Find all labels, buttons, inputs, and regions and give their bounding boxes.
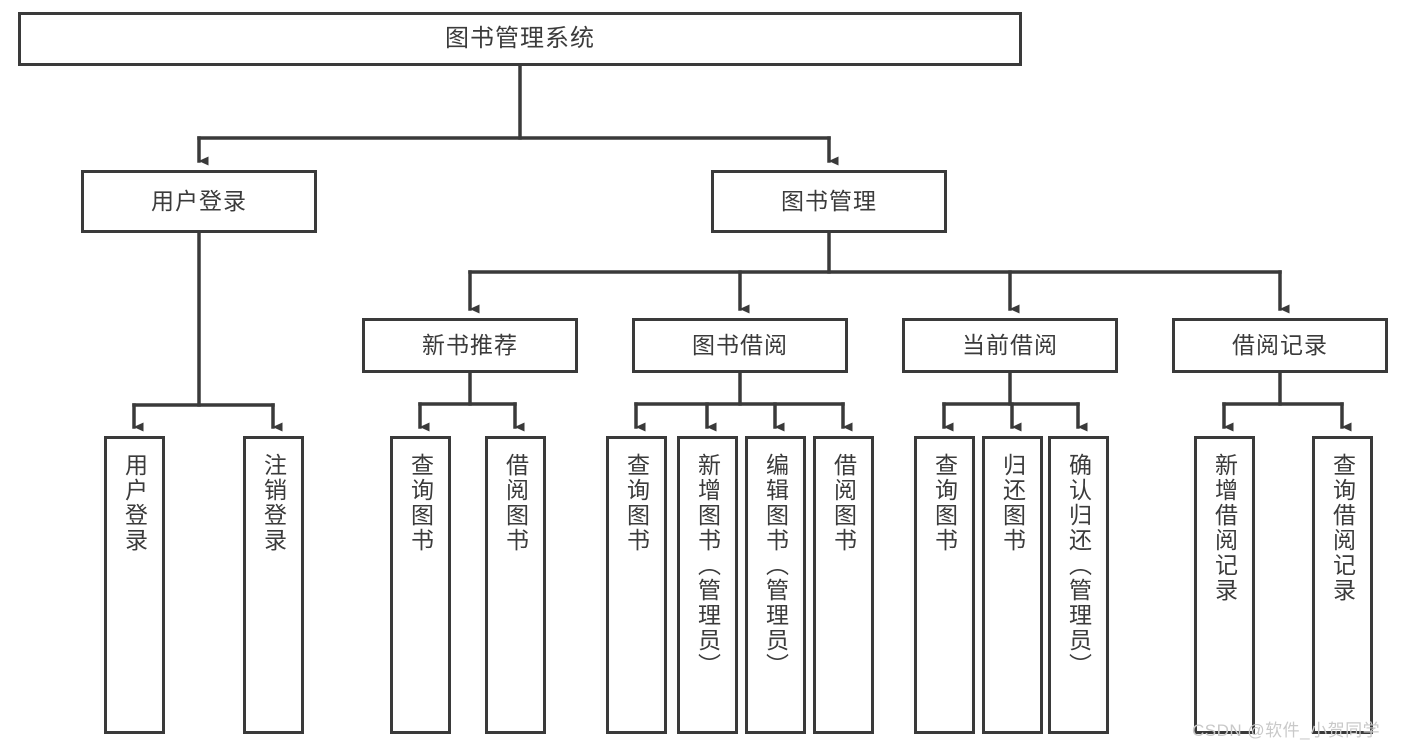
node-leaf-query-book-2-label: 查询图书 [623, 453, 650, 553]
node-leaf-user-login[interactable]: 用户登录 [104, 436, 165, 734]
node-new-book-recommend-label: 新书推荐 [422, 332, 518, 358]
node-root-label: 图书管理系统 [445, 25, 595, 52]
node-leaf-user-login-label: 用户登录 [121, 453, 148, 553]
node-root[interactable]: 图书管理系统 [18, 12, 1022, 66]
node-leaf-logout-login-label: 注销登录 [260, 453, 287, 553]
node-leaf-query-book-3-label: 查询图书 [931, 453, 958, 553]
node-leaf-edit-book-label: 编辑图书（管理员） [762, 453, 789, 678]
node-borrow-record-label: 借阅记录 [1232, 332, 1328, 358]
node-leaf-borrow-book-1[interactable]: 借阅图书 [485, 436, 546, 734]
node-leaf-add-book[interactable]: 新增图书（管理员） [677, 436, 738, 734]
node-leaf-add-record[interactable]: 新增借阅记录 [1194, 436, 1255, 734]
node-current-borrow-label: 当前借阅 [962, 332, 1058, 358]
node-leaf-confirm-return-label: 确认归还（管理员） [1065, 453, 1092, 678]
node-leaf-query-book-1-label: 查询图书 [407, 453, 434, 553]
node-borrow-record[interactable]: 借阅记录 [1172, 318, 1388, 373]
node-leaf-query-record-label: 查询借阅记录 [1329, 453, 1356, 603]
node-current-borrow[interactable]: 当前借阅 [902, 318, 1118, 373]
node-leaf-query-record[interactable]: 查询借阅记录 [1312, 436, 1373, 734]
node-leaf-add-book-label: 新增图书（管理员） [694, 453, 721, 678]
node-book-manage-label: 图书管理 [781, 188, 877, 214]
node-book-manage[interactable]: 图书管理 [711, 170, 947, 233]
node-user-login[interactable]: 用户登录 [81, 170, 317, 233]
node-leaf-add-record-label: 新增借阅记录 [1211, 453, 1238, 603]
node-leaf-return-book[interactable]: 归还图书 [982, 436, 1043, 734]
node-user-login-label: 用户登录 [151, 188, 247, 214]
node-leaf-query-book-2[interactable]: 查询图书 [606, 436, 667, 734]
node-leaf-confirm-return[interactable]: 确认归还（管理员） [1048, 436, 1109, 734]
node-leaf-borrow-book-2-label: 借阅图书 [830, 453, 857, 553]
node-new-book-recommend[interactable]: 新书推荐 [362, 318, 578, 373]
node-leaf-logout-login[interactable]: 注销登录 [243, 436, 304, 734]
node-leaf-query-book-1[interactable]: 查询图书 [390, 436, 451, 734]
node-leaf-query-book-3[interactable]: 查询图书 [914, 436, 975, 734]
node-leaf-return-book-label: 归还图书 [999, 453, 1026, 553]
node-book-borrow-label: 图书借阅 [692, 332, 788, 358]
node-book-borrow[interactable]: 图书借阅 [632, 318, 848, 373]
node-leaf-borrow-book-1-label: 借阅图书 [502, 453, 529, 553]
node-leaf-edit-book[interactable]: 编辑图书（管理员） [745, 436, 806, 734]
node-leaf-borrow-book-2[interactable]: 借阅图书 [813, 436, 874, 734]
